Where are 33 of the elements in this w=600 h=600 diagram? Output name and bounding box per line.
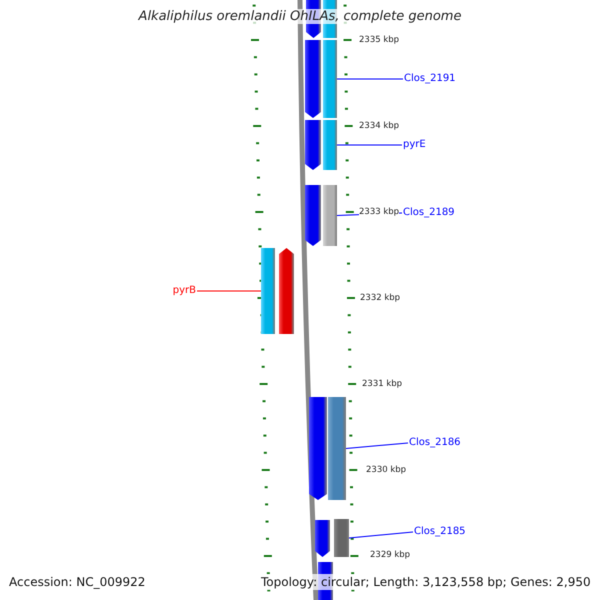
gene-block [323,120,337,170]
leader-line [336,78,404,80]
gene-block [305,185,321,246]
gene-block [305,40,321,118]
leader-line [348,532,414,538]
gene-label: pyrB [172,285,196,297]
leader-line [196,290,262,292]
title: Alkaliphilus oremlandii OhILAs, complete genome [138,9,462,24]
accession-text: Accession: NC_009922 [9,574,146,590]
scale-label: 2334 kbp [359,121,400,131]
scale-label: 2331 kbp [362,379,402,389]
gene-block [315,520,330,557]
scale-label: 2329 kbp [370,550,410,560]
gene-label: pyrE [403,139,426,151]
gene-label: Clos_2185 [414,526,466,538]
scale-label: 2333 kbp [359,207,400,217]
scale-label: 2335 kbp [359,35,400,45]
gene-label: Clos_2189 [403,207,455,219]
gene-block [323,40,337,118]
leader-line [346,442,408,449]
scale-label: 2330 kbp [366,465,406,475]
gene-block [328,397,346,500]
gene-block [261,248,275,334]
scale-label: 2332 kbp [360,293,400,303]
gene-block [279,248,294,334]
gene-block [309,397,327,500]
gene-block [323,185,337,246]
gene-label: Clos_2186 [409,437,461,449]
leader-line [336,144,402,146]
gene-label: Clos_2191 [404,73,456,85]
genome-info-text: Topology: circular; Length: 3,123,558 bp; Genes: 2,950 [261,574,591,590]
gene-block [334,519,349,557]
gene-block [305,120,321,170]
